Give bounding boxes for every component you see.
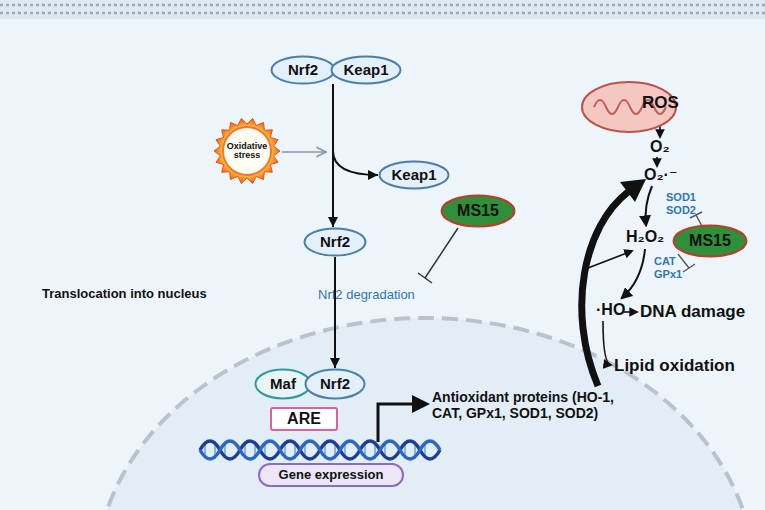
mitochondrion: ROS xyxy=(580,80,678,134)
reaction-arrow xyxy=(603,321,611,365)
antioxidant-branch-arrow xyxy=(588,251,632,268)
reaction-arrow xyxy=(624,311,637,313)
protein-oval: Maf xyxy=(254,368,312,400)
drug-oval: MS15 xyxy=(672,224,748,258)
species-label: H₂O₂ xyxy=(626,228,664,246)
pathway-arrow xyxy=(330,257,340,368)
stress-circle: Oxidative stress xyxy=(214,118,280,184)
membrane-dots xyxy=(0,4,765,7)
connector-line xyxy=(333,84,378,175)
process-note: Nrf2 degradation xyxy=(318,288,415,303)
dna-helix xyxy=(200,441,440,459)
protein-oval: Keap1 xyxy=(378,160,450,190)
node-text: ROS xyxy=(642,94,679,112)
product-note: Antioxidant proteins (HO-1, CAT, GPx1, S… xyxy=(432,389,644,421)
reaction-arrow xyxy=(622,249,645,298)
node-text: Nrf2 xyxy=(320,376,350,392)
inhibition-line xyxy=(418,228,458,283)
node-text: MS15 xyxy=(457,203,499,220)
process-box: Gene expression xyxy=(258,463,404,487)
species-label: O₂ xyxy=(650,138,670,156)
expression-arrow xyxy=(378,404,414,442)
pathway-arrow xyxy=(328,84,338,227)
node-text: Gene expression xyxy=(279,468,384,482)
node-text: Nrf2 xyxy=(288,62,318,78)
connector-line xyxy=(332,84,334,227)
cell-membrane xyxy=(0,0,765,19)
drug-oval: MS15 xyxy=(440,194,516,228)
node-text: MS15 xyxy=(689,233,731,250)
protein-oval: Nrf2 xyxy=(304,368,366,400)
species-label: ·HO xyxy=(596,301,625,319)
arrow-head xyxy=(330,358,340,368)
arrow-head xyxy=(328,217,338,227)
enzyme-label: SOD2 xyxy=(666,204,696,217)
node-text: Keap1 xyxy=(343,62,388,78)
membrane-dots xyxy=(0,12,765,15)
element-box: ARE xyxy=(270,407,338,431)
node-text: Oxidative stress xyxy=(224,142,270,161)
outcome-label: Lipid oxidation xyxy=(614,356,735,376)
enzyme-label: SOD1 xyxy=(666,191,696,204)
protein-oval: Nrf2 xyxy=(270,55,336,85)
pathway-arrow xyxy=(333,84,378,180)
node-text: Nrf2 xyxy=(320,234,350,250)
reaction-arrow xyxy=(656,157,658,166)
node-text: Keap1 xyxy=(391,167,436,183)
arrow-head xyxy=(620,179,646,202)
process-note: Translocation into nucleus xyxy=(42,287,207,302)
enzyme-label: CAT xyxy=(654,255,676,268)
connector-line xyxy=(334,257,336,368)
arrow-head xyxy=(368,170,378,180)
arrow-head xyxy=(412,395,430,413)
protein-oval: Keap1 xyxy=(330,55,402,85)
enzyme-label: GPx1 xyxy=(654,268,682,281)
node-text: Maf xyxy=(270,376,296,392)
stress-arrow xyxy=(282,151,326,153)
node-text: ARE xyxy=(287,411,321,428)
reaction-arrow xyxy=(659,126,661,137)
species-label: O₂·⁻ xyxy=(644,166,677,184)
protein-oval: Nrf2 xyxy=(303,227,367,257)
reaction-arrow xyxy=(646,186,652,225)
nucleus-outline xyxy=(95,318,755,510)
outcome-label: DNA damage xyxy=(640,302,745,322)
